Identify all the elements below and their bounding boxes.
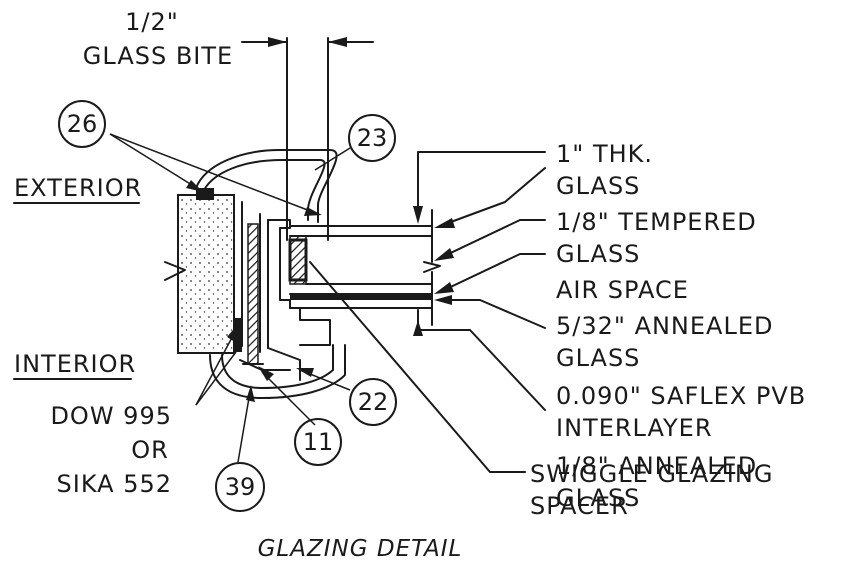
label-tempered: 1/8" TEMPERED GLASS xyxy=(556,208,757,268)
frame-profile xyxy=(195,149,346,399)
drawing-title: GLAZING DETAIL xyxy=(258,536,463,561)
svg-text:11: 11 xyxy=(303,428,334,456)
svg-text:GLASS: GLASS xyxy=(556,484,640,512)
callout-26: 26 xyxy=(58,100,106,148)
label-annealed-18: 1/8" ANNEALED GLASS xyxy=(556,452,757,512)
svg-text:0.090" SAFLEX PVB: 0.090" SAFLEX PVB xyxy=(556,382,806,410)
callout-39: 39 xyxy=(215,462,265,512)
glass-unit xyxy=(288,209,441,326)
label-air-space: AIR SPACE xyxy=(556,276,689,304)
svg-text:1/8" ANNEALED: 1/8" ANNEALED xyxy=(556,452,757,480)
svg-text:23: 23 xyxy=(357,124,388,152)
svg-text:GLASS: GLASS xyxy=(556,172,640,200)
svg-text:SWIGGLE GLAZING: SWIGGLE GLAZING xyxy=(530,460,773,488)
callout-11: 11 xyxy=(294,418,342,466)
label-exterior: EXTERIOR xyxy=(13,174,142,204)
label-glass-thk: 1" THK. GLASS xyxy=(556,140,653,200)
svg-text:22: 22 xyxy=(358,388,389,416)
glass-bite-dimension xyxy=(241,37,374,241)
svg-text:AIR SPACE: AIR SPACE xyxy=(556,276,689,304)
label-glass-bite: 1/2" GLASS BITE xyxy=(83,8,233,70)
svg-text:SPACER: SPACER xyxy=(530,492,629,520)
svg-text:INTERIOR: INTERIOR xyxy=(14,350,136,378)
callout-22: 22 xyxy=(349,378,397,426)
label-interior: INTERIOR xyxy=(13,350,136,380)
svg-text:GLASS: GLASS xyxy=(556,240,640,268)
svg-text:39: 39 xyxy=(225,473,256,501)
svg-text:GLASS BITE: GLASS BITE xyxy=(83,42,233,70)
svg-text:5/32" ANNEALED: 5/32" ANNEALED xyxy=(556,312,773,340)
svg-text:1/2": 1/2" xyxy=(125,8,179,36)
svg-text:DOW 995: DOW 995 xyxy=(50,402,172,430)
svg-text:GLASS: GLASS xyxy=(556,344,640,372)
svg-text:1/8" TEMPERED: 1/8" TEMPERED xyxy=(556,208,757,236)
label-annealed-532: 5/32" ANNEALED GLASS xyxy=(556,312,773,372)
svg-text:INTERLAYER: INTERLAYER xyxy=(556,414,713,442)
svg-text:1" THK.: 1" THK. xyxy=(556,140,653,168)
leader-lines xyxy=(109,133,546,473)
svg-text:OR: OR xyxy=(131,436,169,464)
label-pvb: 0.090" SAFLEX PVB INTERLAYER xyxy=(556,382,806,442)
wall-substrate xyxy=(164,194,235,354)
svg-text:GLAZING DETAIL: GLAZING DETAIL xyxy=(258,536,463,561)
label-sealant: DOW 995 OR SIKA 552 xyxy=(50,402,172,498)
svg-text:EXTERIOR: EXTERIOR xyxy=(14,174,142,202)
svg-text:SIKA 552: SIKA 552 xyxy=(57,470,172,498)
callout-23: 23 xyxy=(348,114,396,162)
label-spacer: SWIGGLE GLAZING SPACER xyxy=(530,460,773,520)
svg-text:26: 26 xyxy=(67,110,98,138)
